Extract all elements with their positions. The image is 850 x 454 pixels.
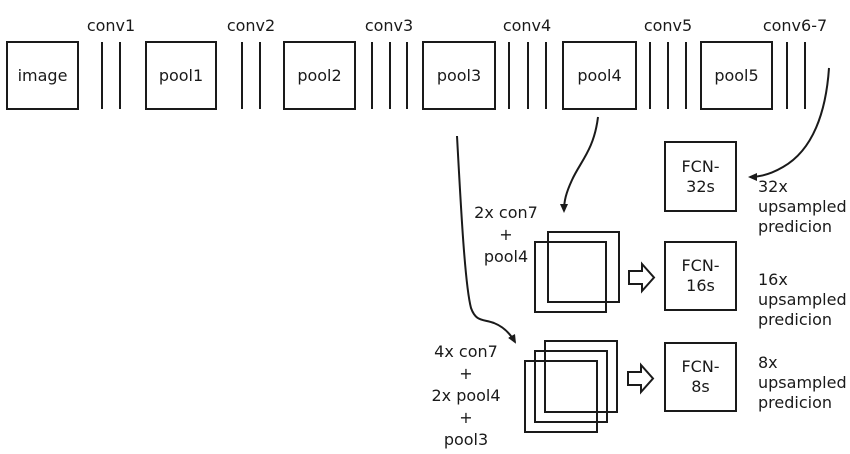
fcn-32s-label: FCN- 32s (681, 156, 720, 196)
conv3-layer-line (389, 42, 391, 109)
pool3-label: pool3 (436, 66, 482, 85)
conv2-layer-line (241, 42, 243, 109)
conv6-7-label: conv6-7 (762, 16, 828, 35)
pool4-box: pool4 (562, 41, 637, 110)
caption-8x-upsampled: 8x upsampled predicion (758, 353, 847, 412)
conv5-layer-line (649, 42, 651, 109)
conv4-layer-line (527, 42, 529, 109)
fusion-label-8s: 4x con7 + 2x pool4 + pool3 (431, 342, 501, 449)
conv1-layer-line (101, 42, 103, 109)
fusion-label-16s: 2x con7 + pool4 (474, 203, 538, 266)
conv6-7-layer-line (804, 42, 806, 109)
conv4-layer-line (545, 42, 547, 109)
fcn-16s-box: FCN- 16s (664, 241, 737, 311)
conv5-layer-line (667, 42, 669, 109)
fcn-8s-label: FCN- 8s (681, 357, 720, 396)
pool2-label: pool2 (297, 66, 342, 85)
skip-arrow-conv67-to-fcn32s (748, 67, 830, 181)
fcn-8s-box: FCN- 8s (664, 342, 737, 412)
conv1-label: conv1 (86, 16, 136, 35)
feature-map-square (534, 350, 608, 423)
conv4-label: conv4 (502, 16, 552, 35)
feature-map-square (524, 360, 598, 433)
conv3-label: conv3 (364, 16, 414, 35)
fcn-32s-box: FCN- 32s (664, 141, 737, 212)
feature-map-square (534, 241, 607, 313)
conv5-label: conv5 (643, 16, 693, 35)
pool1-box: pool1 (145, 41, 217, 110)
block-arrow-to-fcn16s (628, 261, 656, 294)
conv2-layer-line (259, 42, 261, 109)
conv3-layer-line (371, 42, 373, 109)
pool4-label: pool4 (577, 66, 622, 85)
conv3-layer-line (406, 42, 408, 109)
pool5-box: pool5 (700, 41, 773, 110)
pool3-box: pool3 (422, 41, 496, 110)
caption-32x-upsampled: 32x upsampled predicion (758, 177, 847, 236)
block-arrow-to-fcn8s (627, 362, 655, 395)
conv2-label: conv2 (226, 16, 276, 35)
fcn-16s-label: FCN- 16s (681, 256, 720, 295)
conv6-7-layer-line (786, 42, 788, 109)
caption-16x-upsampled: 16x upsampled predicion (758, 270, 847, 329)
conv4-layer-line (508, 42, 510, 109)
feature-map-square (544, 340, 618, 413)
image-box: image (6, 41, 79, 110)
image-box-label: image (17, 66, 68, 85)
skip-arrow-pool4-to-fusion16 (560, 116, 599, 213)
pool1-label: pool1 (158, 66, 204, 85)
feature-map-square (547, 231, 620, 303)
conv5-layer-line (685, 42, 687, 109)
conv1-layer-line (119, 42, 121, 109)
pool2-box: pool2 (283, 41, 356, 110)
skip-arrow-pool3-to-fusion8 (456, 135, 516, 344)
pool5-label: pool5 (714, 66, 759, 85)
